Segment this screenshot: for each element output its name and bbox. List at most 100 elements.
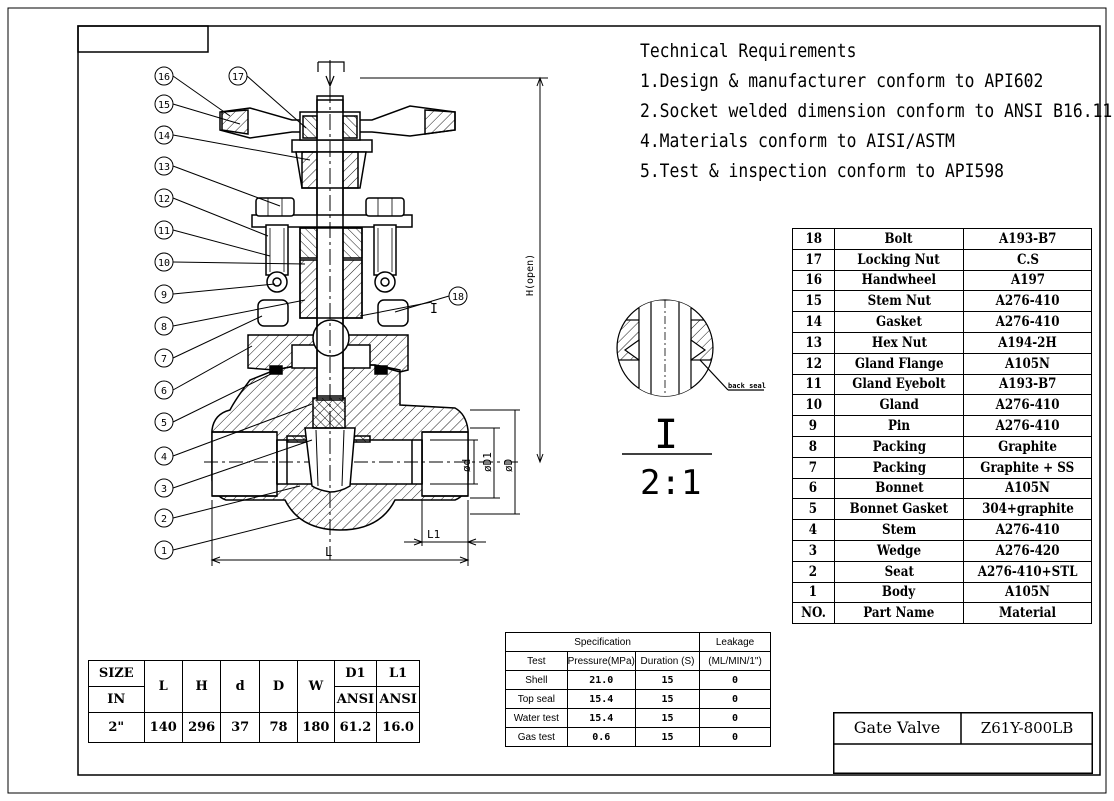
balloon-label: 14 xyxy=(158,131,170,142)
balloon-leader xyxy=(172,134,311,161)
dim-d1-ansi: ANSI xyxy=(333,686,378,713)
parts-text-material: A276-410 xyxy=(995,418,1060,435)
parts-text-name: Bonnet Gasket xyxy=(849,501,949,518)
parts-text-material: 304+graphite xyxy=(981,501,1074,518)
parts-text-no: 14 xyxy=(805,314,822,331)
parts-cell-name: Gland Eyebolt xyxy=(833,373,965,396)
parts-header-text: NO. xyxy=(800,605,826,622)
balloon-circle xyxy=(154,94,174,114)
balloon-label: 8 xyxy=(161,322,167,333)
spec-cell-leak: 0 xyxy=(699,727,771,747)
parts-cell-name: Packing xyxy=(833,456,965,479)
balloon-leader xyxy=(172,439,313,489)
parts-text-name: Gland xyxy=(879,397,919,414)
dim-col-h: H xyxy=(181,660,222,713)
balloon-leader xyxy=(172,299,306,327)
parts-cell-no: 4 xyxy=(792,519,835,541)
parts-cell-no: 18 xyxy=(792,228,835,250)
specification-table: Specification Leakage Test Pressure(MPa)… xyxy=(504,632,771,747)
spec-text-leak: 0 xyxy=(732,674,739,686)
dim-col-l: L xyxy=(143,660,183,713)
parts-text-name: Handwheel xyxy=(861,272,937,289)
requirement-item-4: 5.Test & inspection conform to API598 xyxy=(640,160,1004,182)
spec-cell-pressure: 0.6 xyxy=(566,727,636,747)
corner-box xyxy=(77,25,209,53)
parts-text-name: Stem Nut xyxy=(867,293,931,310)
balloon-leader xyxy=(172,403,313,457)
balloon-label: 10 xyxy=(158,258,170,269)
parts-text-no: 2 xyxy=(809,563,818,580)
spec-cell-duration: 15 xyxy=(634,670,701,690)
balloon-label: 6 xyxy=(161,386,167,397)
dimension-table: SIZE L H d D W D1 L1 IN ANSI ANSI 2" 140… xyxy=(88,660,420,743)
spec-text-duration: 15 xyxy=(661,731,674,743)
parts-cell-material: A276-410 xyxy=(963,415,1092,437)
parts-text-material: A105N xyxy=(1005,480,1051,497)
parts-cell-name: Packing xyxy=(833,435,965,458)
balloon-leader xyxy=(172,315,263,359)
parts-row: 16 Handwheel A197 xyxy=(792,269,1092,292)
parts-cell-material: 304+graphite xyxy=(963,498,1092,521)
parts-cell-name: Gland Flange xyxy=(833,352,965,375)
dim-col-big-d: D xyxy=(258,660,299,713)
spec-text-test: Shell xyxy=(525,674,548,686)
dim-d1-label: øD1 xyxy=(481,452,494,472)
dim-size-label: SIZE xyxy=(88,660,145,687)
parts-cell-no: 5 xyxy=(792,498,835,521)
spec-cell-leak: 0 xyxy=(699,670,771,690)
balloon-circle xyxy=(448,286,468,306)
dim-col-l1: L1 xyxy=(376,660,420,687)
parts-text-material: A193-B7 xyxy=(998,230,1057,247)
parts-text-no: 4 xyxy=(809,522,818,539)
dim-val-w: 180 xyxy=(297,712,335,743)
dim-val-d1: 61.2 xyxy=(333,712,378,743)
parts-cell-no: 3 xyxy=(792,539,835,562)
spec-cell-leak: 0 xyxy=(699,689,771,709)
parts-cell-no: 8 xyxy=(792,435,835,458)
balloon-leader xyxy=(394,295,450,313)
detail-note: back seal xyxy=(728,382,766,390)
parts-cell-material: Graphite xyxy=(963,435,1092,458)
dim-val-h: 296 xyxy=(181,712,222,743)
balloon-label: 12 xyxy=(158,194,170,205)
dim-d-label: ød xyxy=(460,459,473,472)
parts-text-material: A276-410 xyxy=(995,293,1060,310)
parts-cell-material: A276-410 xyxy=(963,394,1092,417)
parts-text-no: 16 xyxy=(805,272,822,289)
balloon-label: 7 xyxy=(161,354,167,365)
title-block xyxy=(833,712,1093,774)
parts-cell-material: A276-410 xyxy=(963,519,1092,541)
parts-cell-material: A105N xyxy=(963,581,1092,604)
parts-text-name: Bonnet xyxy=(874,480,924,497)
title-name: Gate Valve xyxy=(853,718,941,737)
balloon-circle xyxy=(154,412,174,432)
parts-cell-no: 16 xyxy=(792,269,835,292)
balloon-label: 13 xyxy=(158,162,170,173)
parts-text-material: A197 xyxy=(1010,272,1045,289)
parts-cell-name: Hex Nut xyxy=(833,331,965,354)
parts-text-material: Graphite + SS xyxy=(980,459,1075,476)
parts-cell-name: Handwheel xyxy=(833,269,965,292)
spec-cell-duration: 15 xyxy=(634,727,701,747)
dim-col-d1: D1 xyxy=(333,660,378,687)
parts-text-material: A105N xyxy=(1005,355,1051,372)
spec-col-leak-unit: (ML/MIN/1") xyxy=(699,651,771,671)
spec-text-leak: 0 xyxy=(732,693,739,705)
parts-text-no: 12 xyxy=(805,355,822,372)
parts-text-material: A276-410+STL xyxy=(977,563,1078,580)
parts-cell-no: 12 xyxy=(792,352,835,375)
